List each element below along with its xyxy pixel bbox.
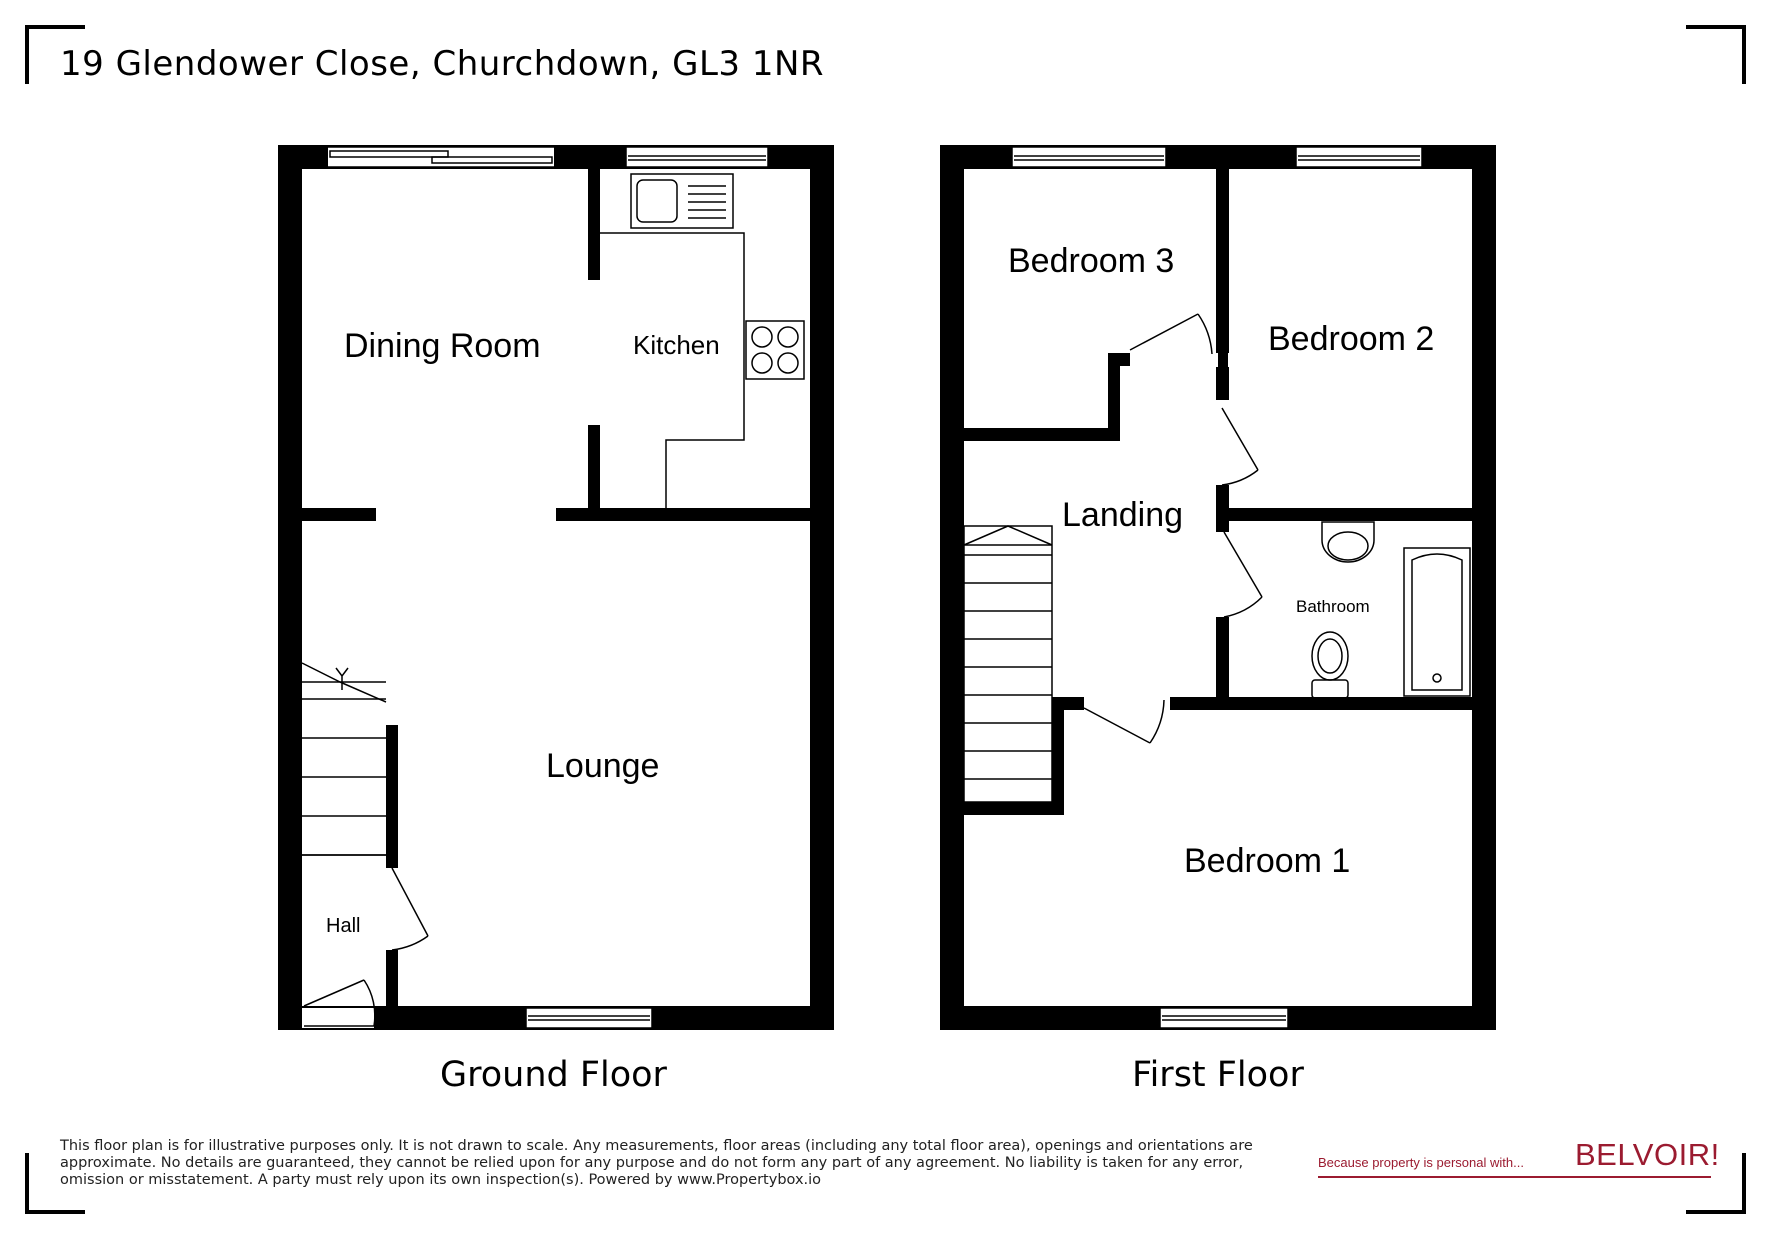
first-outer-walls <box>940 145 1496 1030</box>
ground-outer-walls <box>278 145 834 1030</box>
bedroom2-window <box>1295 146 1423 168</box>
property-address: 19 Glendower Close, Churchdown, GL3 1NR <box>60 44 825 84</box>
bedroom3-window <box>1011 146 1167 168</box>
bathroom-bath <box>1403 547 1471 697</box>
kitchen-window <box>625 146 769 168</box>
bathroom-door <box>1223 531 1263 618</box>
front-door <box>303 979 376 1027</box>
room-label-bathroom: Bathroom <box>1296 597 1370 616</box>
room-label-bedroom2: Bedroom 2 <box>1268 320 1435 358</box>
hall-door <box>391 867 429 951</box>
room-label-bedroom3: Bedroom 3 <box>1008 242 1175 280</box>
room-label-lounge: Lounge <box>546 747 660 785</box>
kitchen-sink <box>630 173 734 229</box>
disclaimer-text: This floor plan is for illustrative purp… <box>60 1138 1253 1188</box>
bathroom-toilet <box>1311 631 1349 699</box>
ground-floor-plan <box>278 145 834 1030</box>
ground-floor-label: Ground Floor <box>440 1055 667 1095</box>
room-label-dining: Dining Room <box>344 327 541 365</box>
room-label-hall: Hall <box>326 915 361 937</box>
bedroom3-door <box>1129 313 1213 355</box>
bedroom1-door <box>1083 699 1165 744</box>
bedroom2-door <box>1221 407 1259 486</box>
room-label-landing: Landing <box>1062 496 1184 534</box>
ground-internal-walls <box>302 167 810 1006</box>
patio-door <box>328 146 554 168</box>
first-internal-walls <box>964 169 1472 815</box>
room-label-bedroom1: Bedroom 1 <box>1184 842 1351 880</box>
first-staircase <box>963 525 1053 803</box>
brand-logo: BELVOIR! <box>1575 1137 1720 1172</box>
brand-tagline: Because property is personal with... <box>1318 1155 1524 1170</box>
corner-marks <box>25 25 1746 1214</box>
first-floor-label: First Floor <box>1132 1055 1304 1095</box>
lounge-window <box>525 1007 653 1029</box>
kitchen-hob <box>745 320 805 380</box>
bedroom1-window <box>1159 1007 1289 1029</box>
kitchen-worktop <box>600 232 745 508</box>
ground-staircase <box>301 662 387 856</box>
room-label-kitchen: Kitchen <box>633 330 720 360</box>
brand-underline <box>1318 1176 1711 1178</box>
first-floor-plan <box>940 145 1496 1030</box>
bathroom-basin <box>1321 521 1375 563</box>
